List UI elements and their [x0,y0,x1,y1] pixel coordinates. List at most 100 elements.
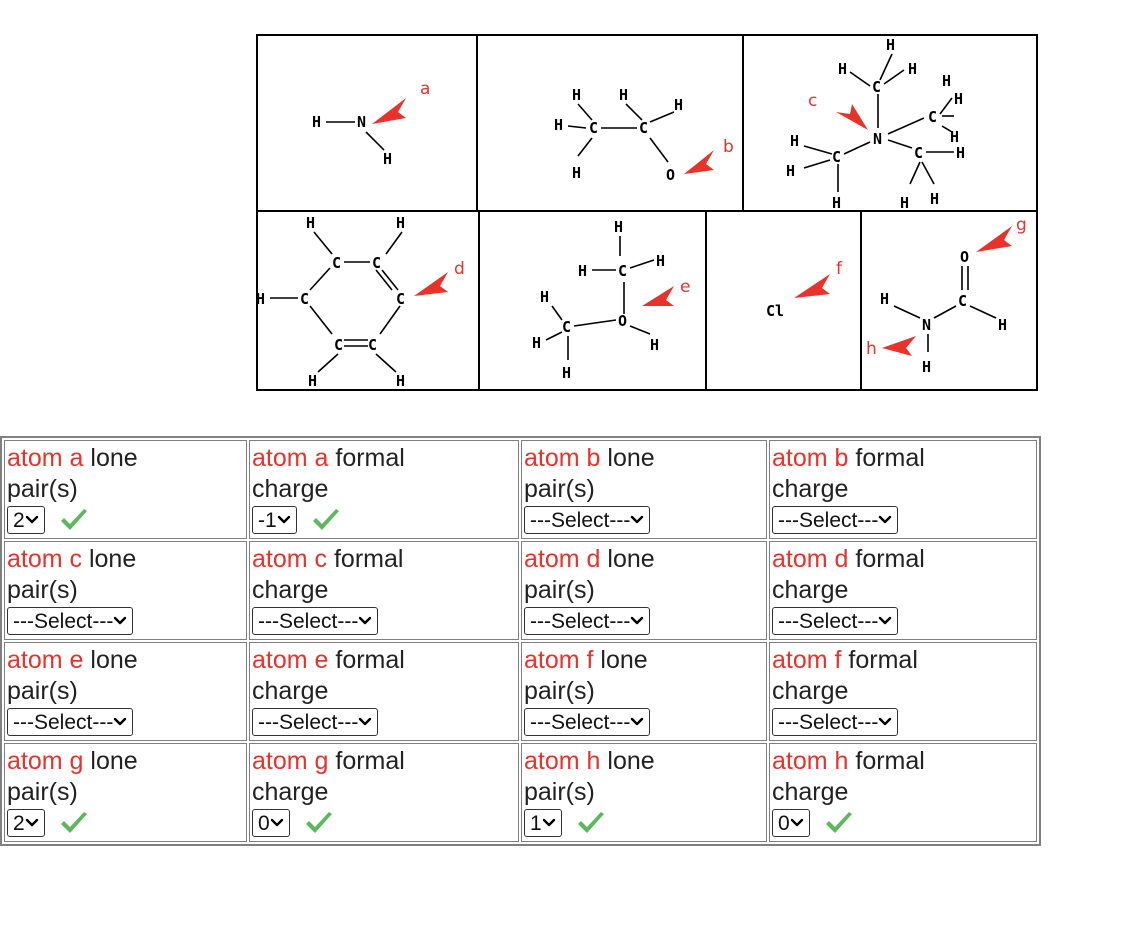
svg-text:O: O [666,166,675,184]
answer-select[interactable]: ---Select--- [772,708,899,736]
checkmark-icon [59,507,89,533]
answer-row: 0 [772,808,1034,838]
svg-text:H: H [554,116,563,134]
answer-select[interactable]: ---Select--- [772,607,899,635]
answer-row: ---Select--- [524,707,764,737]
molecule-d: H H C C C C H C C H H d [256,214,465,390]
answer-row: ---Select--- [252,606,516,636]
checkmark-icon [311,507,341,533]
atom-name: atom f [524,646,594,674]
answer-select[interactable]: 0 [252,809,290,837]
question-text-1: formal [848,444,925,472]
answer-select[interactable]: ---Select--- [524,607,651,635]
question-text-2: charge [252,475,329,503]
molecule-f: Cl f [766,259,843,320]
question-cell: atom b formal charge ---Select--- [769,440,1037,539]
answer-select[interactable]: ---Select--- [252,708,379,736]
svg-text:H: H [790,132,799,150]
molecule-g-h: O C H N H H g h [866,215,1027,376]
chevron-down-icon [878,616,892,626]
atom-name: atom a [252,444,329,472]
select-value: ---Select--- [530,609,631,633]
answer-select[interactable]: 0 [772,809,810,837]
svg-text:H: H [656,252,665,270]
label-e: e [680,277,690,297]
answer-select[interactable]: ---Select--- [524,708,651,736]
svg-text:C: C [589,119,598,137]
question-text-1: formal [328,444,405,472]
svg-text:H: H [572,164,581,182]
atom-name: atom d [772,545,849,573]
answer-select[interactable]: ---Select--- [772,506,899,534]
chevron-down-icon [25,515,39,525]
svg-text:H: H [886,36,895,54]
question-text-1: formal [328,747,405,775]
svg-text:H: H [908,60,917,78]
question-text-2: pair(s) [7,677,78,705]
answer-row: ---Select--- [524,505,764,535]
question-text-2: charge [772,677,849,705]
chevron-down-icon [878,515,892,525]
select-value: ---Select--- [778,508,879,532]
svg-text:N: N [922,316,931,334]
svg-text:H: H [786,162,795,180]
select-value: ---Select--- [13,710,114,734]
answer-select[interactable]: 1 [524,809,562,837]
svg-text:N: N [873,130,882,148]
question-text-2: pair(s) [524,778,595,806]
answer-select[interactable]: ---Select--- [524,506,651,534]
question-label: atom b formal charge [772,443,1034,505]
answer-select[interactable]: 2 [7,506,45,534]
svg-text:C: C [396,290,405,308]
question-text-2: charge [772,576,849,604]
svg-text:H: H [306,214,315,232]
answer-row: ---Select--- [772,505,1034,535]
question-text-1: lone [83,646,138,674]
chevron-down-icon [277,515,291,525]
answer-select[interactable]: ---Select--- [7,708,134,736]
svg-text:H: H [383,150,392,168]
atom-name: atom h [772,747,849,775]
chevron-down-icon [358,616,372,626]
svg-text:C: C [958,292,967,310]
svg-text:H: H [650,336,659,354]
svg-text:H: H [562,364,571,382]
question-text-2: charge [772,475,849,503]
question-text-1: formal [327,545,404,573]
answer-row: 0 [252,808,516,838]
answer-row: ---Select--- [7,707,244,737]
svg-text:O: O [960,248,969,266]
chevron-down-icon [358,717,372,727]
label-c: c [808,91,817,111]
svg-text:H: H [619,86,628,104]
answer-row: ---Select--- [7,606,244,636]
question-text-2: charge [252,778,329,806]
question-text-2: pair(s) [7,778,78,806]
svg-text:C: C [832,148,841,166]
answer-row: ---Select--- [772,606,1034,636]
chevron-down-icon [113,717,127,727]
answer-select[interactable]: ---Select--- [252,607,379,635]
atom-name: atom b [772,444,849,472]
answer-row: ---Select--- [252,707,516,737]
svg-text:H: H [396,372,405,390]
answer-select[interactable]: 2 [7,809,45,837]
answer-select[interactable]: ---Select--- [7,607,134,635]
label-h: h [866,339,877,359]
label-f: f [836,259,843,279]
select-value: ---Select--- [530,710,631,734]
svg-text:H: H [674,96,683,114]
answer-select[interactable]: -1 [252,506,297,534]
svg-text:C: C [618,262,627,280]
checkmark-icon [304,810,334,836]
